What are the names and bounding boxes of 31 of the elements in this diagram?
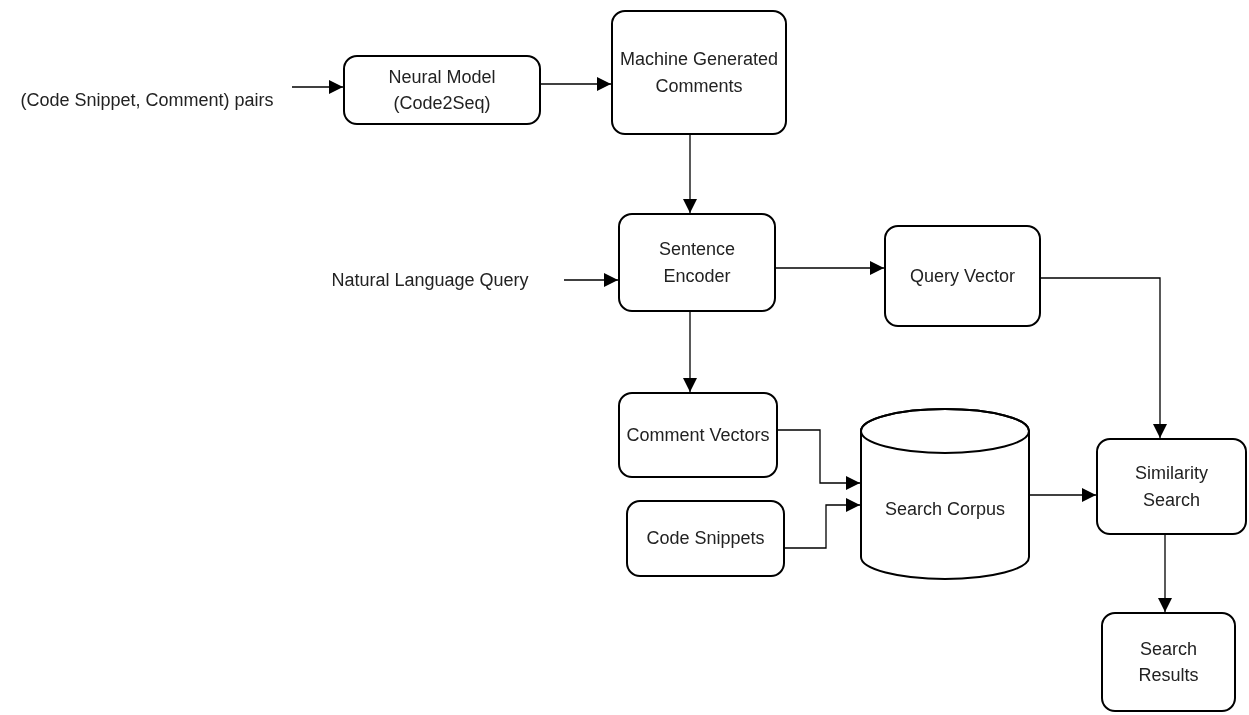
arrow — [1029, 488, 1097, 502]
node-label: Comment Vectors — [626, 423, 770, 447]
arrow — [563, 273, 619, 287]
node-label: Search Corpus — [884, 497, 1006, 521]
node-label: Sentence Encoder — [657, 238, 737, 288]
process-box — [343, 55, 541, 125]
node-label: Neural Model (Code2Seq) — [387, 65, 497, 115]
arrow — [291, 80, 344, 94]
node-label: Machine Generated Comments — [619, 48, 779, 98]
arrow — [775, 261, 885, 275]
input-label: Natural Language Query — [331, 268, 529, 292]
arrow — [540, 77, 612, 91]
node-label: Similarity Search — [1134, 462, 1209, 512]
arrow — [683, 134, 697, 214]
process-box — [884, 225, 1041, 327]
process-box — [618, 392, 778, 478]
arrow — [777, 429, 861, 490]
arrow — [1158, 534, 1172, 613]
process-box — [611, 10, 787, 135]
input-label: (Code Snippet, Comment) pairs — [20, 88, 274, 112]
arrow — [784, 498, 861, 549]
node-label: Code Snippets — [646, 527, 765, 551]
process-box — [1101, 612, 1236, 712]
process-box — [618, 213, 776, 312]
process-box — [1096, 438, 1247, 535]
database-cylinder — [860, 408, 1030, 580]
node-label: Search Results — [1137, 637, 1200, 687]
arrow — [1040, 277, 1167, 439]
process-box — [626, 500, 785, 577]
node-label: Query Vector — [909, 264, 1015, 288]
arrow — [683, 311, 697, 393]
